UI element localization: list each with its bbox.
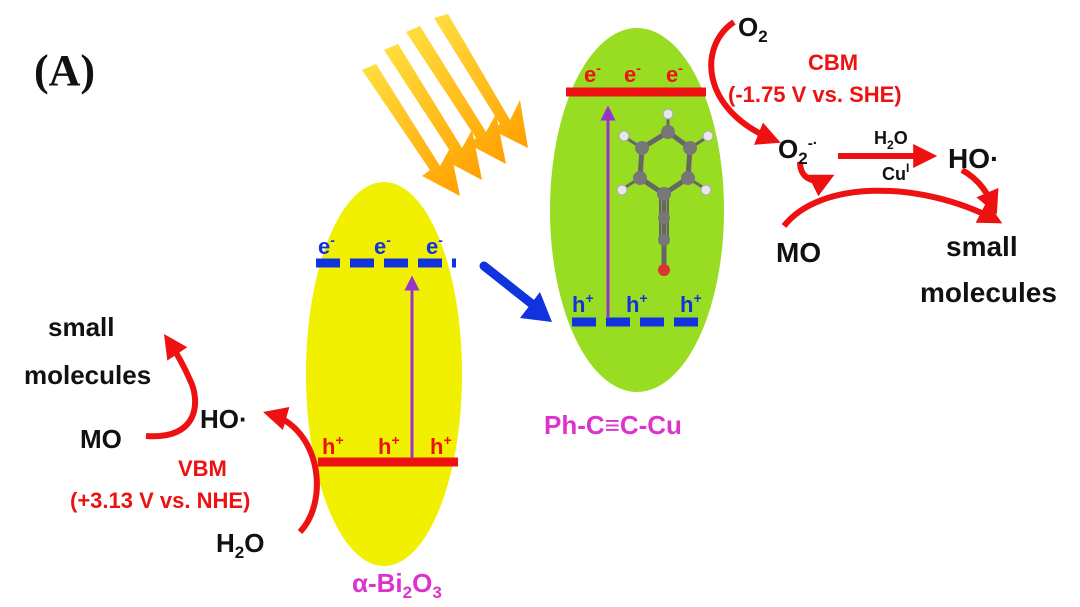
phccu-hole-label: h+	[680, 290, 702, 317]
phccu-hole-label: h+	[626, 290, 648, 317]
phccu-electron-label: e-	[584, 60, 601, 87]
oxygen-label: O2	[738, 12, 768, 46]
bi2o3-electron-label: e-	[426, 232, 443, 259]
copper-catalyst-label: CuI	[882, 161, 909, 184]
bi2o3-electron-label: e-	[318, 232, 335, 259]
bi2o3-hydroxyl-radical: HO·	[200, 404, 248, 434]
phccu-reaction-arrows	[708, 19, 1003, 228]
phccu-electron-label: e-	[666, 60, 683, 87]
phccu-name: Ph-C≡C-Cu	[544, 410, 682, 440]
phccu-hydroxyl-radical: HO·	[948, 143, 999, 174]
bi2o3-hole-label: h+	[430, 432, 452, 459]
panel-label: (A)	[34, 46, 95, 95]
bi2o3-reaction-arrows	[145, 334, 320, 535]
bi2o3-product-line1: small	[48, 312, 115, 342]
cbm-title: CBM	[808, 50, 858, 75]
phenylacetylide-molecule-icon	[616, 108, 714, 276]
vbm-title: VBM	[178, 456, 227, 481]
bi2o3-electron-label: e-	[374, 232, 391, 259]
phccu-pollutant: MO	[776, 237, 821, 268]
bi2o3-name: α-Bi2O3	[352, 568, 442, 602]
bi2o3-pollutant: MO	[80, 424, 122, 454]
phccu-hole-label: h+	[572, 290, 594, 317]
light-rays-icon	[362, 14, 528, 196]
phccu-particle	[550, 28, 724, 392]
vbm-value: (+3.13 V vs. NHE)	[70, 488, 250, 513]
charge-transfer-arrow	[479, 261, 552, 322]
phccu-electron-label: e-	[624, 60, 641, 87]
bi2o3-hole-label: h+	[322, 432, 344, 459]
bi2o3-hole-label: h+	[378, 432, 400, 459]
bi2o3-water: H2O	[216, 528, 264, 562]
superoxide-label: O2-·	[778, 134, 818, 168]
phccu-product-line1: small	[946, 231, 1018, 262]
water-label: H2O	[874, 128, 908, 152]
phccu-product-line2: molecules	[920, 277, 1057, 308]
bi2o3-product-line2: molecules	[24, 360, 151, 390]
bi2o3-particle	[306, 182, 462, 566]
cbm-value: (-1.75 V vs. SHE)	[728, 82, 902, 107]
